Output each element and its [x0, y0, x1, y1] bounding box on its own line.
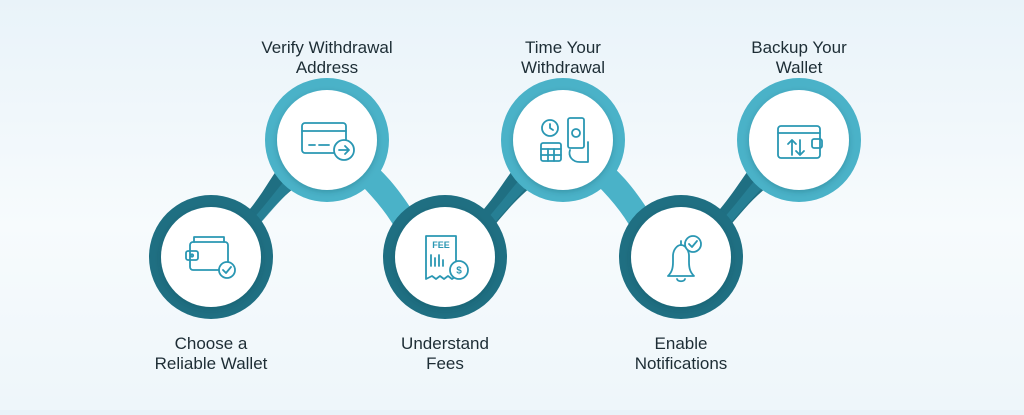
step-5-node	[619, 195, 743, 319]
clock-calendar-cash-icon	[540, 117, 589, 163]
step-3-node	[383, 195, 507, 319]
step-1-label-line1: Choose a	[174, 334, 248, 353]
wallet-transfer-icon	[777, 125, 823, 159]
step-6-node	[737, 78, 861, 202]
step-4-label: Time Your Withdrawal	[468, 38, 658, 78]
step-3-label-line1: Understand	[401, 334, 489, 353]
bell-check-icon	[667, 235, 702, 283]
fee-text: FEE	[432, 240, 450, 250]
step-1-label-line2: Reliable Wallet	[154, 354, 268, 373]
step-2-label-line1: Verify Withdrawal	[261, 38, 393, 57]
step-4-label-line2: Withdrawal	[520, 58, 606, 77]
step-6-label-line2: Wallet	[775, 58, 823, 77]
step-5-label-line1: Enable	[654, 334, 708, 353]
step-1-node	[149, 195, 273, 319]
step-6-label: Backup Your Wallet	[704, 38, 894, 78]
step-2-label-line2: Address	[295, 58, 359, 77]
card-arrow-icon	[301, 122, 355, 161]
step-6-label-line1: Backup Your	[751, 38, 847, 57]
step-2-label: Verify Withdrawal Address	[232, 38, 422, 78]
wallet-check-icon	[185, 236, 236, 279]
step-1-label: Choose a Reliable Wallet	[116, 334, 306, 374]
step-5-label: Enable Notifications	[586, 334, 776, 374]
step-3-label: Understand Fees	[350, 334, 540, 374]
step-3-label-line2: Fees	[426, 354, 464, 373]
step-5-label-line2: Notifications	[634, 354, 728, 373]
step-4-label-line1: Time Your	[525, 38, 601, 57]
step-2-node	[265, 78, 389, 202]
dollar-icon: $	[456, 266, 462, 277]
step-4-node	[501, 78, 625, 202]
fee-receipt-icon	[425, 235, 469, 280]
